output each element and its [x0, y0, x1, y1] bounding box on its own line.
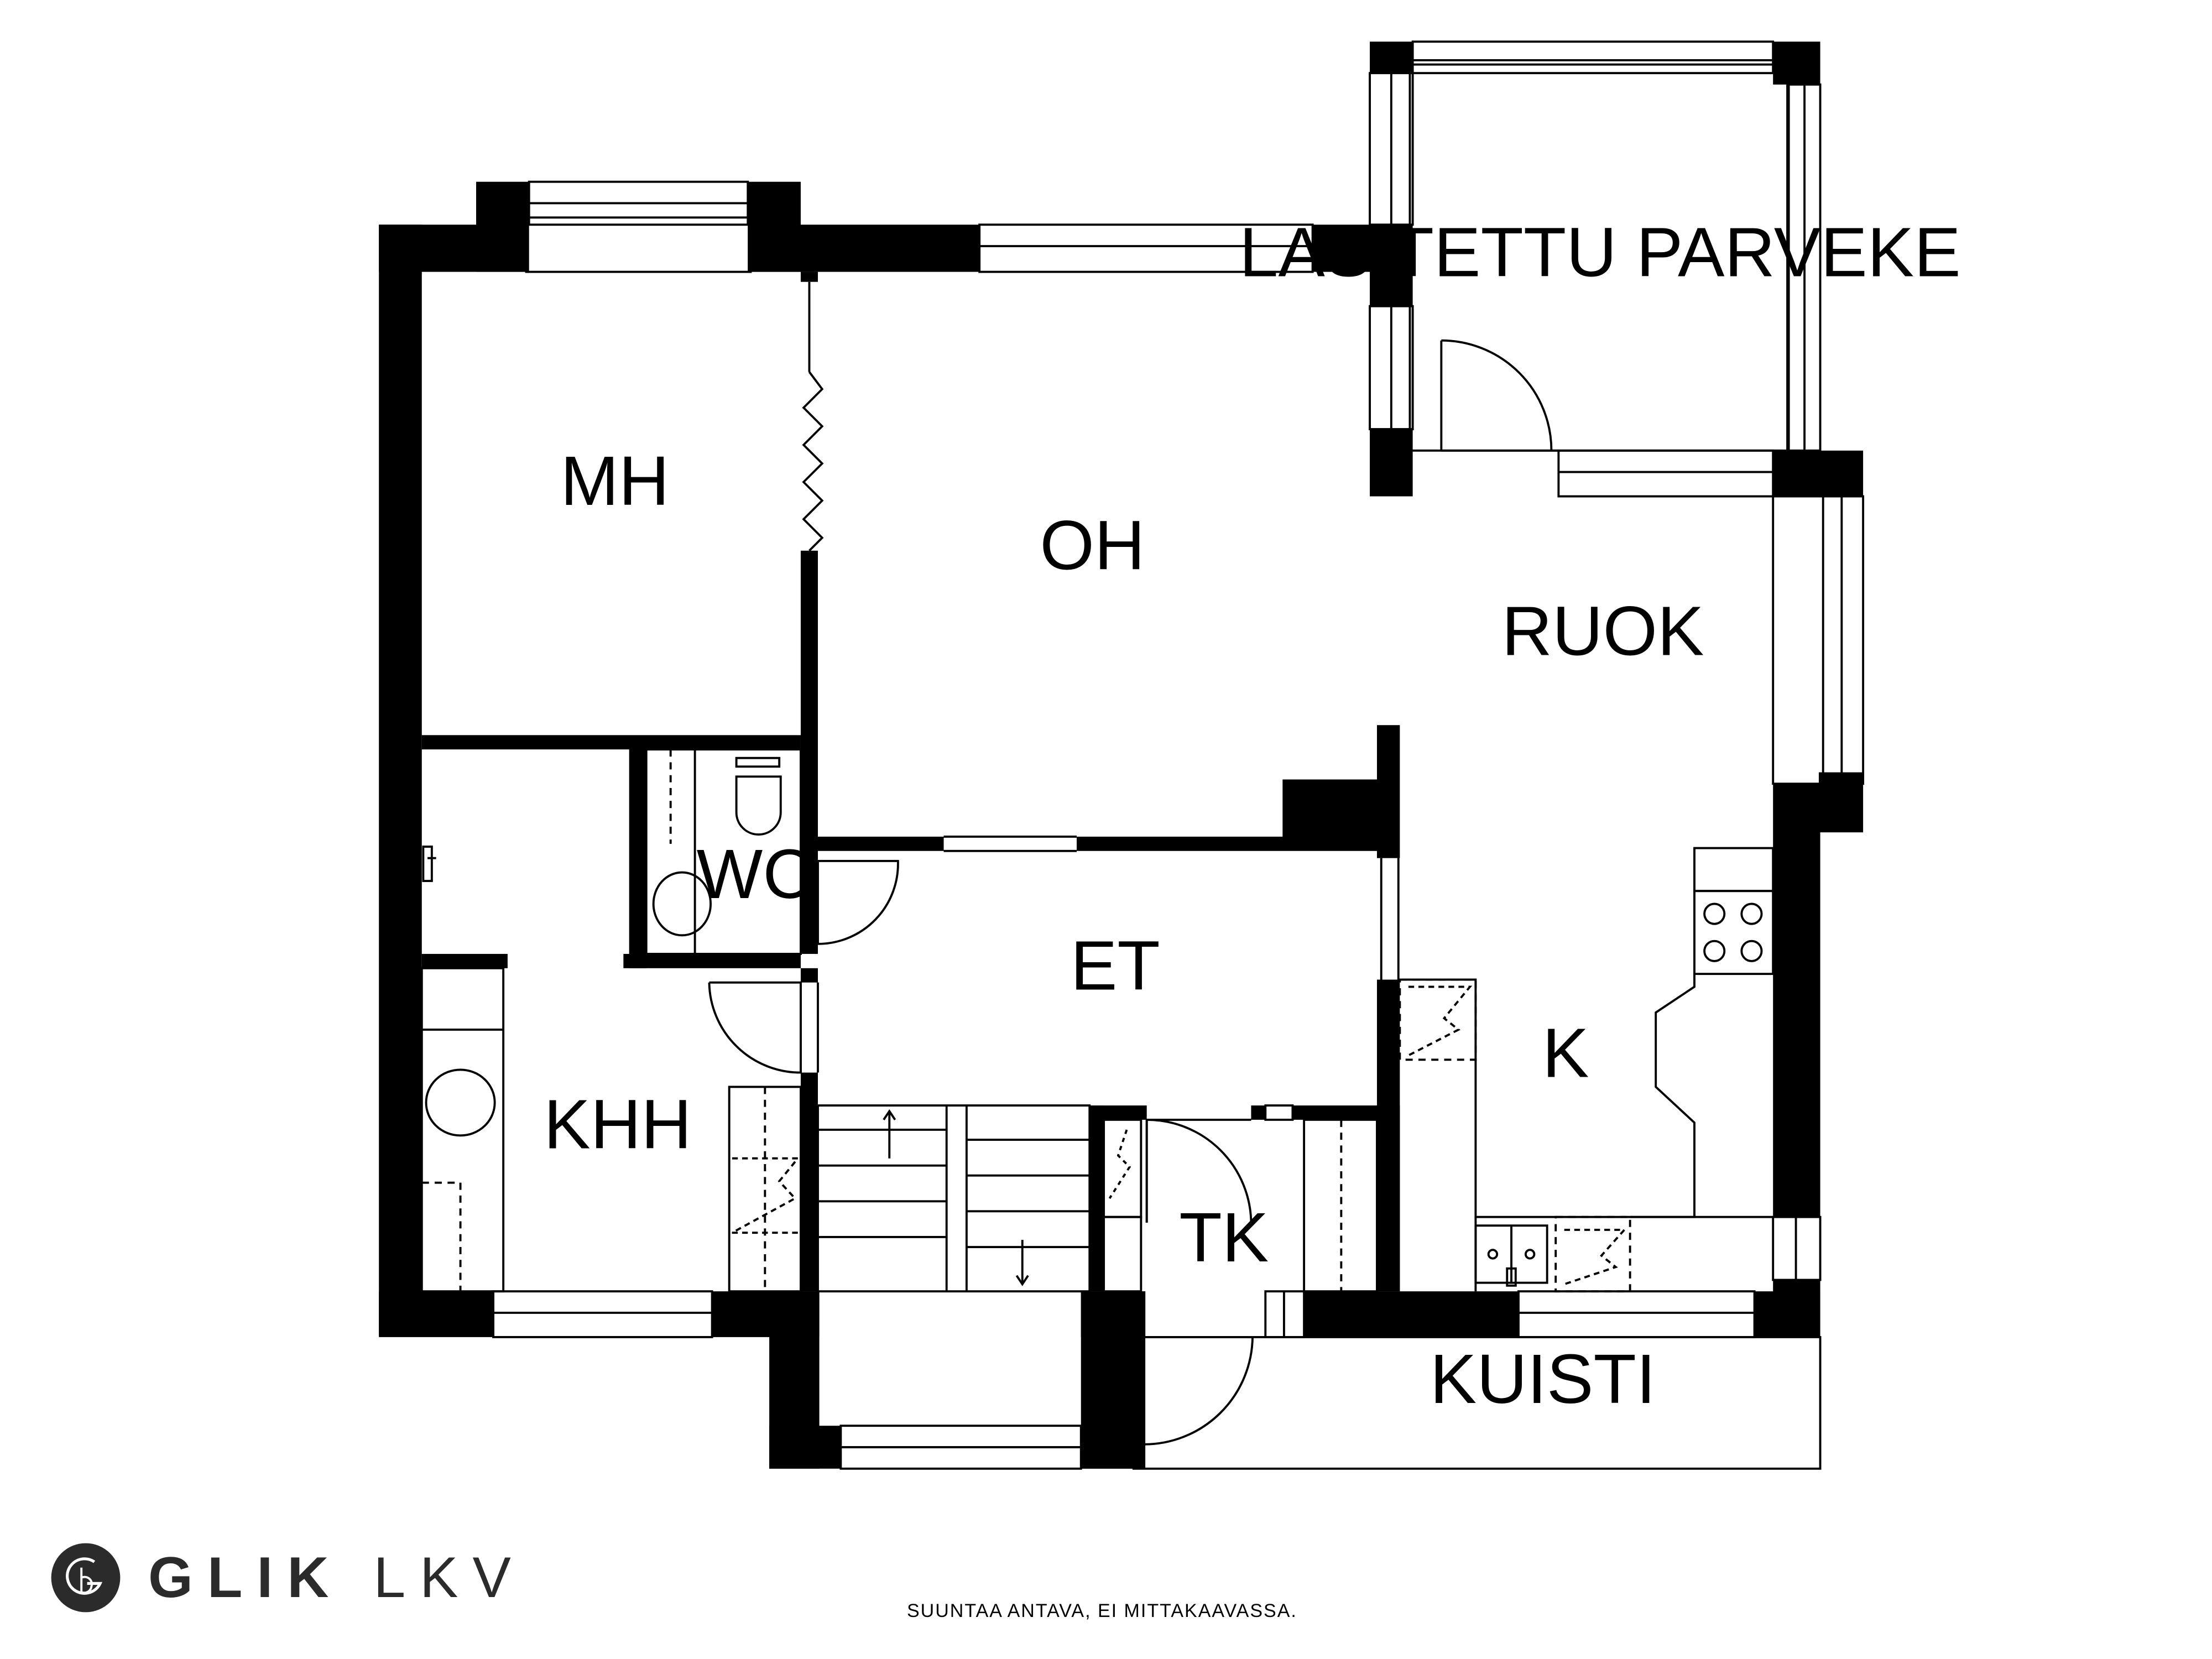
thin-lines — [420, 40, 1865, 1470]
label-et: ET — [1071, 926, 1160, 1005]
room-labels: LASITETTU PARVEKE MH OH RUOK WC ET KHH K… — [544, 212, 1960, 1417]
brand-name-bold: GLIK — [148, 1545, 343, 1610]
brand-logo: GLIK LKV — [50, 1542, 525, 1614]
brand-name-light: LKV — [373, 1545, 525, 1610]
label-khh: KHH — [544, 1085, 691, 1164]
glik-logo-mark-icon — [51, 1543, 121, 1613]
walls — [379, 41, 1864, 1469]
label-ruok: RUOK — [1501, 592, 1704, 670]
scale-disclaimer: SUUNTAA ANTAVA, EI MITTAKAAVASSA. — [907, 1600, 1297, 1621]
label-mh: MH — [560, 441, 669, 520]
label-wc: WC — [697, 834, 813, 913]
label-k: K — [1542, 1013, 1589, 1092]
brand-name: GLIK LKV — [148, 1545, 525, 1611]
label-kuisti: KUISTI — [1430, 1339, 1656, 1418]
label-balcony: LASITETTU PARVEKE — [1239, 212, 1961, 291]
label-oh: OH — [1040, 505, 1145, 584]
label-tk: TK — [1179, 1198, 1269, 1276]
